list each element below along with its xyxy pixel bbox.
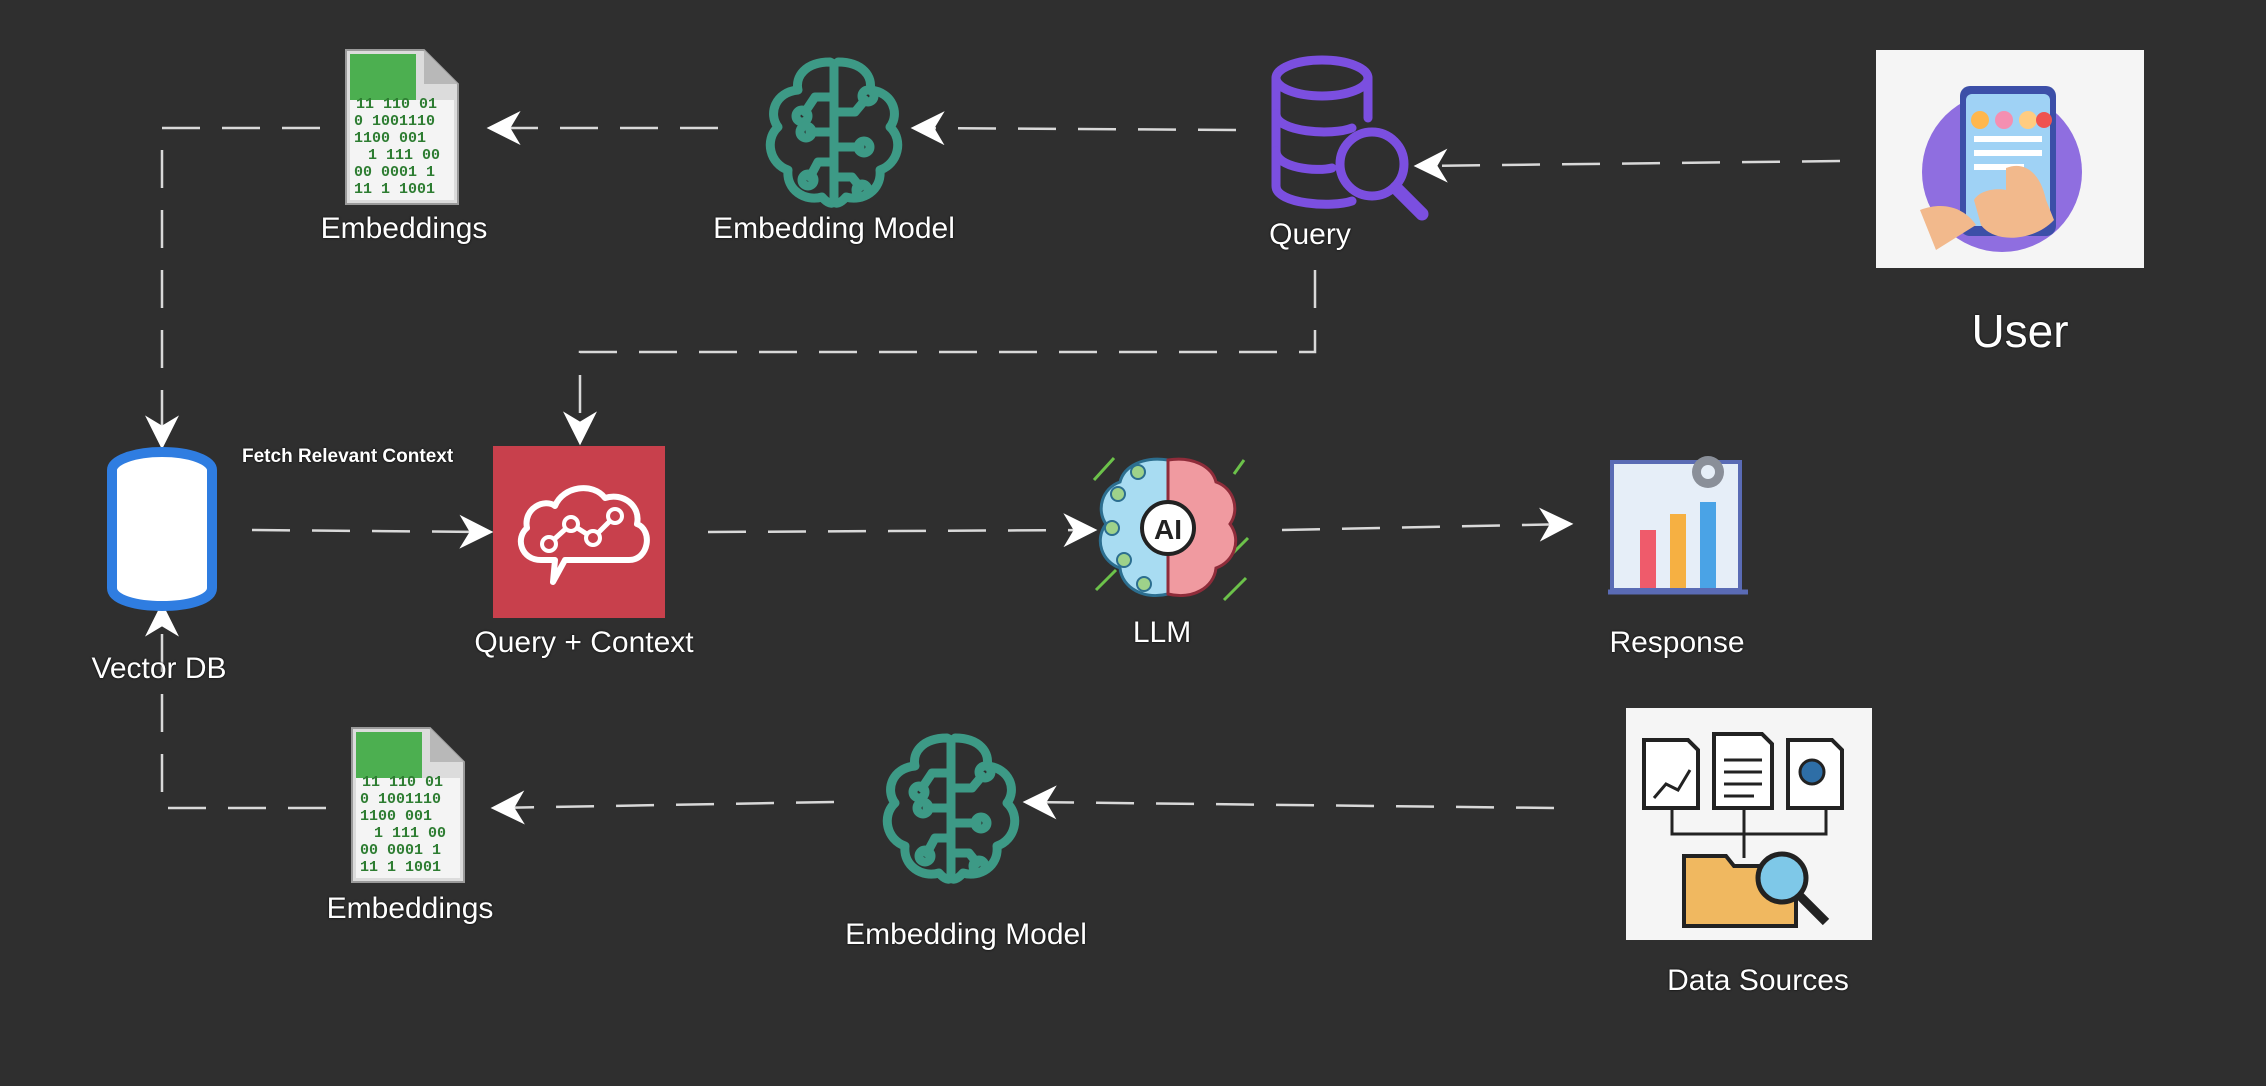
embeddings-top-label: Embeddings	[320, 212, 488, 245]
binary-document-icon: 11 110 01 0 1001110 1100 001 1 111 00 00…	[345, 49, 459, 205]
edge-query-context-to-llm	[707, 513, 1098, 548]
embedding-model-bottom-label: Embedding Model	[845, 918, 1087, 951]
user-phone-icon	[1876, 50, 2144, 268]
ai-badge: AI	[1154, 514, 1182, 545]
edge-user-to-query	[1413, 148, 1841, 183]
query-context-label: Query + Context	[474, 626, 694, 659]
database-icon	[107, 447, 217, 611]
brain-circuit-icon	[887, 738, 1014, 879]
binary-line: 1100 001	[354, 130, 426, 147]
edge-data-sources-to-embedding-model-bottom	[1022, 785, 1555, 820]
binary-line: 1100 001	[360, 808, 432, 825]
llm-label: LLM	[1132, 616, 1192, 649]
fetch-relevant-context-label: Fetch Relevant Context	[242, 446, 454, 467]
embedding-model-top-label: Embedding Model	[713, 212, 955, 245]
database-search-icon	[1271, 55, 1429, 221]
cloud-chat-icon	[493, 446, 665, 618]
query-label: Query	[1269, 218, 1351, 251]
binary-line: 11 110 01	[356, 96, 437, 113]
binary-line: 00 0001 1	[360, 842, 441, 859]
ai-brain-icon: AI	[1092, 456, 1250, 602]
documents-folder-search-icon	[1626, 708, 1872, 940]
vector-db-label: Vector DB	[91, 652, 227, 685]
binary-line: 00 0001 1	[354, 164, 435, 181]
binary-line: 11 1 1001	[354, 181, 435, 198]
user-label: User	[1971, 305, 2069, 357]
binary-line: 11 110 01	[362, 774, 443, 791]
edge-query-to-query-context	[563, 270, 1317, 446]
data-sources-label: Data Sources	[1667, 964, 1849, 997]
binary-line: 11 1 1001	[360, 859, 441, 876]
response-label: Response	[1609, 626, 1745, 659]
bar-chart-gear-icon	[1608, 456, 1748, 595]
edge-query-to-embedding-model-top	[910, 111, 1237, 146]
binary-line: 1 111 00	[368, 147, 440, 164]
binary-line: 1 111 00	[374, 825, 446, 842]
edge-embeddings-bottom-to-vector-db	[145, 602, 326, 810]
embeddings-bottom-label: Embeddings	[326, 892, 494, 925]
binary-line: 0 1001110	[354, 113, 435, 130]
binary-line: 0 1001110	[360, 791, 441, 808]
brain-circuit-icon	[770, 62, 897, 203]
edge-embeddings-top-to-vector-db	[145, 126, 320, 450]
edge-llm-to-response	[1281, 507, 1574, 542]
binary-document-icon: 11 110 01 0 1001110 1100 001 1 111 00 00…	[351, 727, 465, 883]
edge-embedding-model-bottom-to-embeddings-bottom	[490, 790, 835, 825]
edges	[145, 111, 1841, 825]
edge-vector-db-to-query-context	[251, 514, 494, 549]
